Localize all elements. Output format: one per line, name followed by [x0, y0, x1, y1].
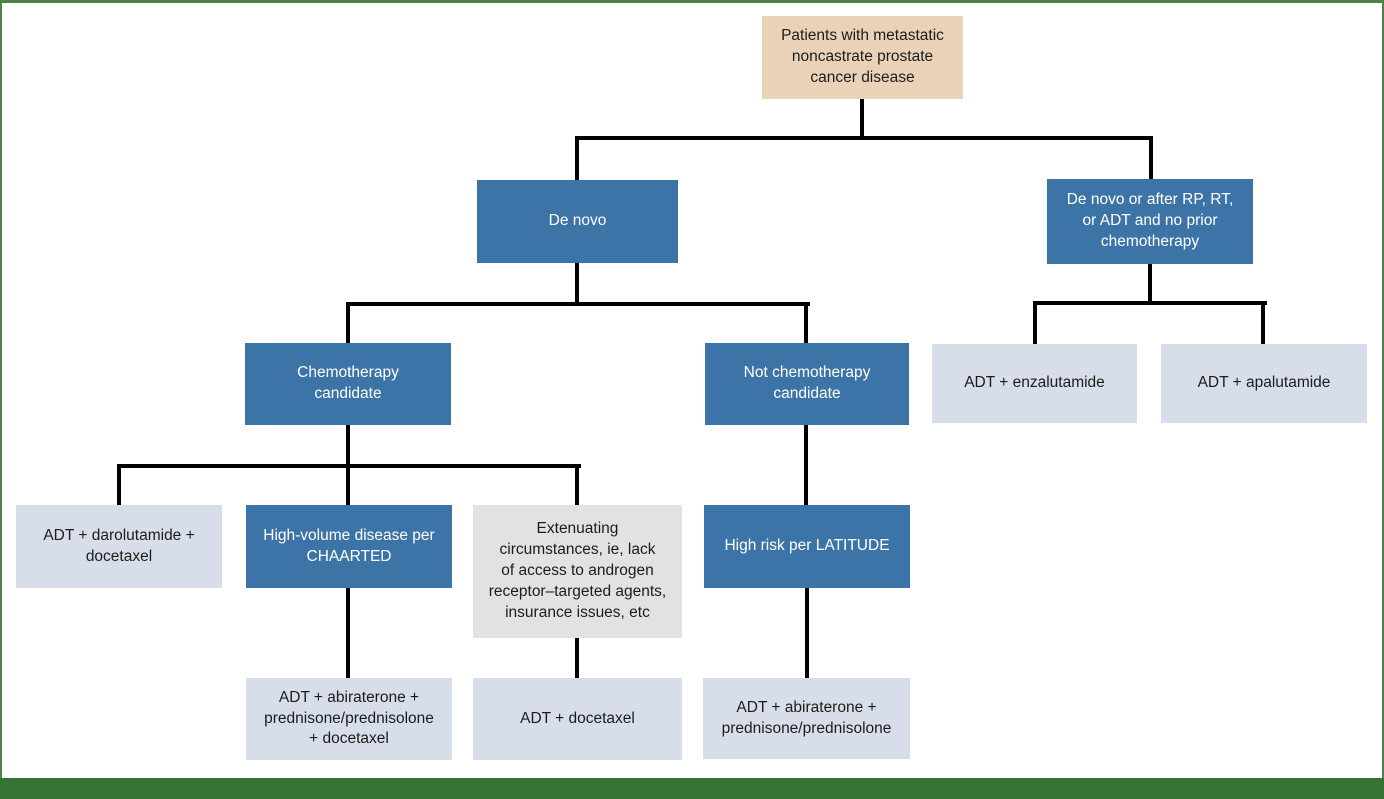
connector-line [804, 302, 808, 345]
connector-line [117, 464, 121, 507]
connector-line [860, 99, 864, 140]
node-adt-darolutamide-docetaxel: ADT + darolutamide + docetaxel [16, 505, 222, 588]
node-extenuating-circumstances: Extenuating circumstances, ie, lack of a… [473, 505, 682, 638]
connector-line [575, 638, 579, 678]
node-adt-abiraterone-prednisone: ADT + abiraterone + prednisone/prednisol… [703, 678, 910, 759]
node-de-novo-or-after-rp-rt-adt: De novo or after RP, RT, or ADT and no p… [1047, 179, 1253, 264]
connector-line [575, 136, 1153, 140]
connector-line [1033, 301, 1037, 346]
node-adt-docetaxel: ADT + docetaxel [473, 678, 682, 760]
connector-line [346, 302, 350, 345]
connector-line [346, 302, 810, 306]
node-adt-enzalutamide: ADT + enzalutamide [932, 344, 1137, 423]
connector-line [805, 588, 809, 678]
connector-line [346, 588, 350, 678]
node-adt-abiraterone-prednisone-docetaxel: ADT + abiraterone + prednisone/prednisol… [246, 678, 452, 760]
frame-border-left [0, 0, 2, 799]
connector-line [575, 464, 579, 507]
node-not-chemotherapy-candidate: Not chemotherapy candidate [705, 343, 909, 425]
connector-line [1261, 301, 1265, 346]
connector-line [1149, 136, 1153, 181]
connector-line [1148, 264, 1152, 305]
frame-footer-bar [0, 778, 1384, 799]
connector-line [804, 425, 808, 505]
connector-line [575, 263, 579, 306]
node-adt-apalutamide: ADT + apalutamide [1161, 344, 1367, 423]
node-high-risk-latitude: High risk per LATITUDE [704, 505, 910, 588]
connector-line [1033, 301, 1267, 305]
node-chemotherapy-candidate: Chemotherapy candidate [245, 343, 451, 425]
node-high-volume-chaarted: High-volume disease per CHAARTED [246, 505, 452, 588]
frame-border-right [1382, 0, 1384, 799]
connector-line [575, 136, 579, 182]
node-patients-metastatic-noncastrate: Patients with metastatic noncastrate pro… [762, 16, 963, 99]
frame-border-top [0, 0, 1384, 3]
connector-line [117, 464, 581, 468]
node-de-novo: De novo [477, 180, 678, 263]
